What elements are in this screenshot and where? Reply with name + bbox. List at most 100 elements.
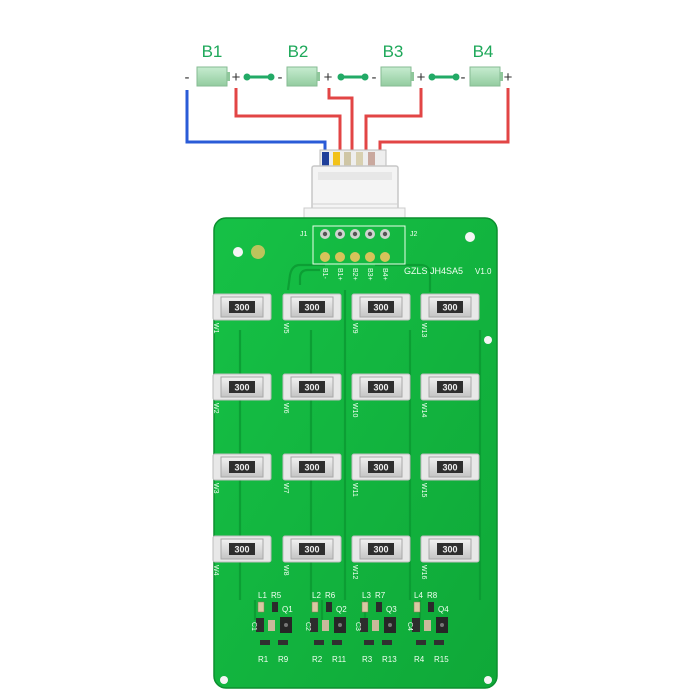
- resistor-label: R1: [258, 655, 269, 664]
- b2-minus-sign: -: [278, 69, 283, 86]
- wire-b1-negative: [185, 90, 327, 166]
- resistor-value-label: 300: [304, 545, 319, 555]
- cell-label-b3: B3: [383, 42, 404, 61]
- header-pin: [365, 229, 375, 262]
- resistor-value-label: 300: [234, 545, 249, 555]
- b1-minus-sign: -: [185, 69, 190, 86]
- smd-chip: [256, 618, 264, 632]
- smd-resistor: [326, 602, 332, 612]
- smd-chip: [310, 618, 318, 632]
- b4-plus-sign: +: [504, 69, 513, 86]
- resistor-designator: W7: [282, 483, 289, 494]
- connector-wire-blue: [322, 152, 329, 168]
- resistor-designator: W6: [282, 403, 289, 414]
- wire-b3-positive: [364, 88, 423, 166]
- smd-resistor: [416, 640, 426, 645]
- smd-inductor: [257, 601, 265, 613]
- header-label-j1: J1: [300, 231, 308, 238]
- smd-capacitor: [268, 620, 275, 631]
- pin-label-b1-minus: B1-: [321, 268, 328, 280]
- smd-capacitor: [424, 620, 431, 631]
- wire-b1-positive: [234, 88, 342, 166]
- resistor-label: R9: [278, 655, 289, 664]
- inductor-label: L3: [362, 591, 371, 600]
- smd-resistor: [428, 602, 434, 612]
- connector-wire-yellow: [333, 152, 340, 168]
- resistor-value-label: 300: [442, 463, 457, 473]
- cell-b3: [380, 66, 414, 87]
- transistor-label: Q2: [336, 605, 347, 614]
- mount-hole: [220, 676, 228, 684]
- cell-b2: [286, 66, 320, 87]
- series-link-1: [243, 73, 275, 81]
- resistor-value-label: 300: [442, 303, 457, 313]
- mount-hole: [233, 247, 243, 257]
- resistor-designator: W9: [351, 323, 358, 334]
- smd-inductor: [361, 601, 369, 613]
- resistor-value-label: 300: [234, 463, 249, 473]
- resistor-label: R6: [325, 591, 336, 600]
- inductor-label: L4: [414, 591, 423, 600]
- resistor-value-label: 300: [373, 303, 388, 313]
- header-pin: [350, 229, 360, 262]
- cell-label-b1: B1: [202, 42, 223, 61]
- resistor-value-label: 300: [304, 463, 319, 473]
- resistor-value-label: 300: [304, 303, 319, 313]
- resistor-designator: W15: [420, 483, 427, 498]
- resistor-designator: W3: [212, 483, 219, 494]
- smd-chip: [412, 618, 420, 632]
- resistor-label: R8: [427, 591, 438, 600]
- transistor-label: Q1: [282, 605, 293, 614]
- pin-label-b2-plus: B2+: [351, 268, 358, 281]
- series-link-3: [428, 73, 460, 81]
- inductor-label: L2: [312, 591, 321, 600]
- wire-b4-positive: [378, 88, 510, 166]
- smd-resistor: [314, 640, 324, 645]
- inductor-label: L1: [258, 591, 267, 600]
- smd-capacitor: [372, 620, 379, 631]
- capacitor-label: C3: [354, 622, 361, 631]
- capacitor-label: C4: [406, 622, 413, 631]
- b4-minus-sign: -: [461, 69, 466, 86]
- series-link-2: [337, 73, 369, 81]
- resistor-label: R3: [362, 655, 373, 664]
- resistor-designator: W14: [420, 403, 427, 418]
- resistor-label: R13: [382, 655, 397, 664]
- resistor-designator: W8: [282, 565, 289, 576]
- resistor-value-label: 300: [442, 545, 457, 555]
- board-model-text: GZLS JH4SA5: [404, 266, 463, 276]
- resistor-designator: W10: [351, 403, 358, 418]
- b3-minus-sign: -: [372, 69, 377, 86]
- smd-resistor: [278, 640, 288, 645]
- smd-resistor: [364, 640, 374, 645]
- transistor-label: Q3: [386, 605, 397, 614]
- resistor-designator: W13: [420, 323, 427, 338]
- pin-label-b1-plus: B1+: [336, 268, 343, 281]
- resistor-grid: 300W1300W5300W9300W13300W2300W6300W10300…: [212, 293, 480, 580]
- smd-inductor: [311, 601, 319, 613]
- resistor-label: R11: [332, 655, 347, 664]
- resistor-label: R2: [312, 655, 323, 664]
- smd-resistor: [272, 602, 278, 612]
- b3-plus-sign: +: [417, 69, 426, 86]
- board-version-text: V1.0: [475, 267, 492, 276]
- smd-resistor: [376, 602, 382, 612]
- header-pads: [312, 225, 406, 265]
- pin-label-b4-plus: B4+: [381, 268, 388, 281]
- header-pin: [335, 229, 345, 262]
